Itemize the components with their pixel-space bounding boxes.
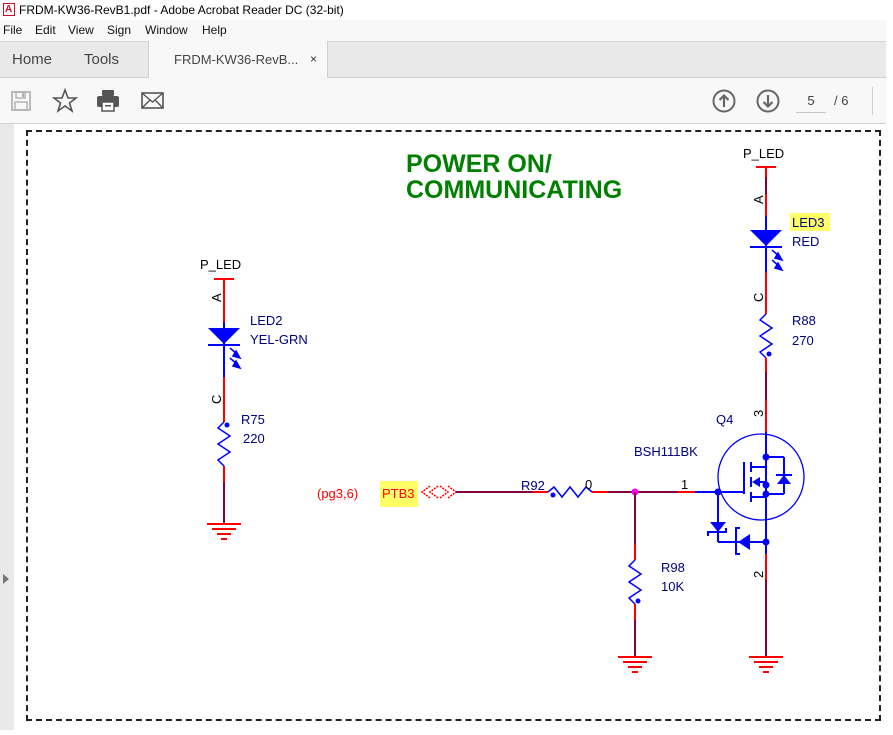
ground-symbol-led2 — [207, 523, 241, 540]
led3-value: RED — [792, 234, 819, 249]
r92-ref: R92 — [521, 478, 545, 493]
tab-home[interactable]: Home — [12, 51, 53, 68]
toolbar: 5 / 6 — [0, 78, 886, 124]
document-tab-label: FRDM-KW36-RevB... — [174, 52, 299, 67]
menu-edit[interactable]: Edit — [35, 23, 56, 37]
title-bar: FRDM-KW36-RevB1.pdf - Adobe Acrobat Read… — [0, 0, 886, 20]
q4-drain-pin-number: 3 — [751, 410, 766, 417]
expand-panel-icon[interactable] — [3, 574, 9, 584]
led3-anode-label: A — [751, 195, 766, 204]
q4-source-pin-number: 2 — [751, 571, 766, 578]
left-panel-rail — [0, 124, 14, 730]
led3-diode-symbol — [750, 230, 782, 246]
led3-ref: LED3 — [792, 215, 825, 230]
q4-gate-pin-number: 1 — [681, 477, 688, 492]
menu-file[interactable]: File — [3, 23, 23, 37]
r98-ref: R98 — [661, 560, 685, 575]
r88-value: 270 — [792, 333, 814, 348]
page-number-input[interactable]: 5 — [796, 90, 826, 113]
r75-ref: R75 — [241, 412, 265, 427]
menu-sign[interactable]: Sign — [107, 23, 132, 37]
schematic-drawing: POWER ON/ COMMUNICATING P_LED A LED2 — [200, 146, 830, 673]
tab-tools[interactable]: Tools — [84, 51, 120, 68]
led2-cathode-label: C — [209, 395, 224, 404]
toolbar-divider — [872, 87, 873, 115]
menu-view[interactable]: View — [68, 23, 94, 37]
close-tab-icon[interactable]: × — [310, 52, 318, 66]
print-icon — [97, 90, 119, 112]
r98-value: 10K — [661, 579, 684, 594]
led3-cathode-label: C — [751, 293, 766, 302]
q4-part-number: BSH111BK — [634, 444, 698, 459]
next-page-button[interactable] — [755, 88, 781, 114]
offpage-connector-icon — [420, 485, 458, 499]
schematic-title-line1: POWER ON/ — [406, 150, 552, 178]
page-total: / 6 — [834, 93, 849, 108]
screenshot-torn-edge-bottom — [0, 730, 893, 735]
print-button[interactable] — [95, 88, 121, 114]
tab-document[interactable]: FRDM-KW36-RevB... × — [148, 41, 328, 78]
pdf-page: POWER ON/ COMMUNICATING P_LED A LED2 — [26, 130, 881, 721]
led3-light-arrows — [771, 249, 784, 272]
q4-mosfet: Q4 BSH111BK — [634, 412, 805, 673]
led3-highlight — [790, 213, 830, 231]
menu-help[interactable]: Help — [202, 23, 227, 37]
email-icon — [141, 92, 164, 109]
r88-ref: R88 — [792, 313, 816, 328]
document-viewport: POWER ON/ COMMUNICATING P_LED A LED2 — [0, 124, 886, 730]
q4-ref: Q4 — [716, 412, 733, 427]
q4-body-circle — [717, 433, 805, 521]
r88-resistor-symbol — [758, 313, 774, 359]
ptb3-highlight — [380, 481, 418, 507]
led2-diode-symbol — [208, 328, 240, 344]
r98-resistor-symbol — [627, 559, 643, 605]
led2-value: YEL-GRN — [250, 332, 308, 347]
ground-symbol-r98 — [618, 656, 652, 673]
ptb3-net-label: PTB3 — [382, 486, 415, 501]
offpage-reference: (pg3,6) — [317, 486, 358, 501]
led2-light-arrows — [229, 347, 242, 370]
ptb3-input-net: (pg3,6) PTB3 R92 0 — [317, 477, 718, 507]
email-button[interactable] — [140, 88, 166, 114]
led2-ref: LED2 — [250, 313, 283, 328]
menu-bar: File Edit View Sign Window Help — [0, 20, 886, 41]
q4-body-diode — [777, 475, 791, 484]
bookmark-button[interactable] — [52, 88, 78, 114]
tab-bar: Home Tools FRDM-KW36-RevB... × — [0, 41, 886, 78]
ground-symbol-q4 — [749, 656, 783, 673]
screenshot-torn-edge-right — [886, 0, 893, 735]
previous-page-button[interactable] — [711, 88, 737, 114]
r98-branch: R98 10K — [618, 492, 685, 673]
r92-resistor-symbol — [547, 485, 593, 499]
r92-value: 0 — [585, 477, 592, 492]
led2-branch: P_LED A LED2 YEL-GRN C — [200, 257, 308, 540]
menu-window[interactable]: Window — [145, 23, 188, 37]
r75-value: 220 — [243, 431, 265, 446]
r75-resistor-symbol — [216, 421, 232, 467]
acrobat-icon — [3, 0, 15, 20]
led3-branch: P_LED A LED3 RED — [743, 146, 830, 432]
save-icon — [11, 91, 31, 111]
schematic-title-line2: COMMUNICATING — [406, 176, 622, 204]
prev-page-icon — [712, 89, 736, 113]
bookmark-star-icon — [52, 88, 78, 114]
led3-net-label: P_LED — [743, 146, 784, 161]
window-title: FRDM-KW36-RevB1.pdf - Adobe Acrobat Read… — [19, 3, 344, 17]
led2-anode-label: A — [209, 293, 224, 302]
next-page-icon — [756, 89, 780, 113]
save-button[interactable] — [8, 88, 34, 114]
led2-net-label: P_LED — [200, 257, 241, 272]
